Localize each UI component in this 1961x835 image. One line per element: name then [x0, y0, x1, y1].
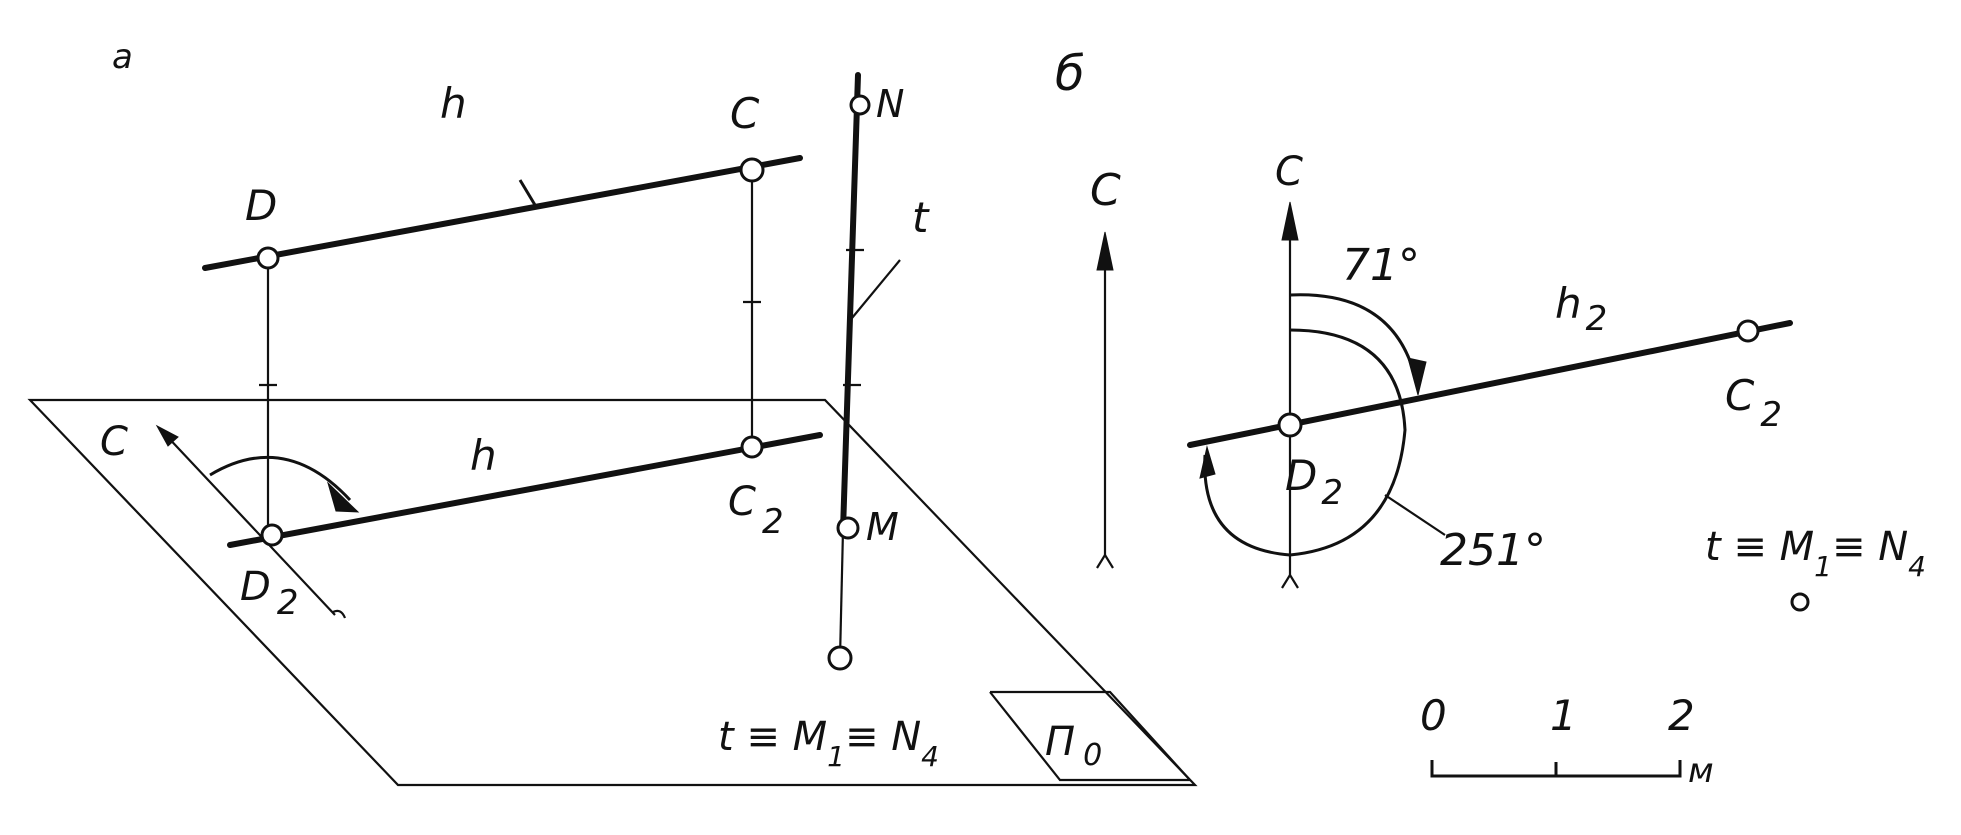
point-D2 — [260, 523, 284, 547]
line-h-upper — [202, 155, 803, 271]
label-D: D — [245, 181, 277, 230]
label-angle-251: 251° — [1440, 525, 1546, 576]
scale-tick-1: 1 — [1550, 691, 1577, 740]
line-t — [840, 72, 861, 533]
scale-bar: 0 1 2 м — [1420, 691, 1714, 791]
label-t: t — [912, 193, 930, 242]
north-arrow-tail — [1096, 552, 1114, 569]
north-direction-line — [162, 431, 336, 616]
line-h-lower — [227, 432, 823, 548]
plane-pi0 — [27, 398, 1198, 787]
point-M — [836, 516, 860, 540]
scale-unit: м — [1688, 751, 1714, 791]
label-axis-C: C — [1275, 149, 1303, 195]
label-angle-71: 71° — [1342, 240, 1420, 291]
scale-tick-0: 0 — [1420, 691, 1447, 740]
north-tail-mark — [332, 609, 347, 619]
arc-71-arrowhead — [1407, 357, 1427, 396]
plane-label-box — [989, 690, 1193, 782]
north-arrow-head — [1096, 231, 1114, 271]
north-arrowhead — [155, 424, 179, 447]
equivalence-right: t ≡ M1≡ N4 — [1705, 524, 1926, 583]
azimuth-arc-left — [209, 456, 352, 502]
point-D2-right — [1277, 412, 1303, 438]
point-D — [256, 246, 280, 270]
point-C2 — [740, 435, 764, 459]
label-M: M — [866, 505, 899, 549]
azimuth-arc-arrowhead — [327, 481, 360, 513]
line-t-leader — [851, 259, 901, 319]
leader-251 — [1384, 494, 1446, 536]
point-C — [739, 157, 765, 183]
label-north-C: C — [100, 419, 128, 465]
axis-arrowhead — [1281, 201, 1299, 241]
point-t-foot — [827, 645, 853, 671]
label-N: N — [876, 82, 904, 126]
tick-h-upper — [518, 179, 537, 206]
label-h-upper: h — [440, 79, 467, 128]
panel-label-a: a — [112, 37, 133, 77]
point-N — [849, 94, 871, 116]
axis-tail — [1281, 572, 1299, 589]
label-C: C — [730, 89, 760, 138]
arc-251 — [1203, 328, 1407, 557]
label-north-arrow-C: C — [1090, 165, 1121, 216]
panel-label-b: б — [1055, 46, 1085, 102]
arc-251-arrowhead — [1199, 445, 1216, 479]
line-t-lower — [838, 529, 845, 659]
label-h-lower: h — [470, 431, 497, 480]
point-C2-right — [1736, 319, 1760, 343]
equivalence-left: t ≡ M1≡ N4 — [718, 714, 939, 773]
scale-tick-2: 2 — [1668, 691, 1695, 740]
point-t-projection — [1790, 592, 1810, 612]
